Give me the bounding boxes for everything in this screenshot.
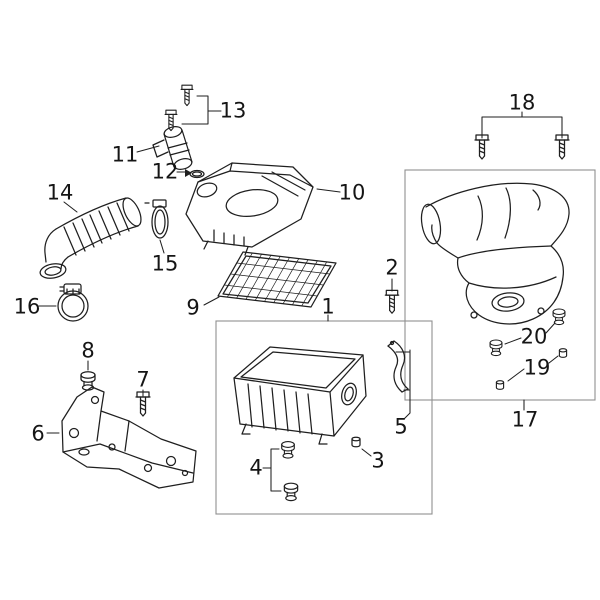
callout-14: 14	[46, 180, 74, 205]
callout-7: 7	[136, 367, 150, 392]
hose-clamp-small	[144, 199, 169, 239]
air-filter-element	[217, 251, 337, 308]
part-group-box-17	[404, 169, 596, 401]
callout-15: 15	[151, 251, 179, 276]
callout-6: 6	[31, 421, 45, 446]
callout-5: 5	[394, 414, 408, 439]
callout-8: 8	[81, 338, 95, 363]
callout-10: 10	[338, 180, 366, 205]
grommet-icon	[281, 441, 299, 502]
mounting-bracket	[61, 386, 197, 489]
callout-9: 9	[186, 295, 200, 320]
air-cleaner-cover	[185, 162, 314, 256]
callout-16: 16	[13, 294, 41, 319]
bolt-icon	[474, 134, 570, 160]
maf-sensor	[152, 126, 193, 170]
callout-17: 17	[511, 407, 539, 432]
callout-1: 1	[321, 294, 335, 319]
support-bracket	[387, 340, 409, 393]
callout-20: 20	[520, 324, 548, 349]
callout-19: 19	[523, 355, 551, 380]
callout-18: 18	[508, 90, 536, 115]
intake-duct	[420, 182, 570, 325]
callout-11: 11	[111, 142, 139, 167]
intake-hose	[39, 197, 142, 279]
callout-4: 4	[249, 455, 263, 480]
clip-icon	[351, 436, 361, 448]
callout-13: 13	[219, 98, 247, 123]
bolt-icon	[384, 289, 400, 314]
callout-3: 3	[371, 448, 385, 473]
hose-clamp-large	[57, 283, 89, 322]
part-group-box-1	[215, 320, 433, 515]
callout-2: 2	[385, 255, 399, 280]
o-ring-icon	[189, 169, 205, 179]
callout-lines	[38, 95, 563, 492]
air-cleaner-case	[233, 346, 367, 445]
callout-12: 12	[151, 159, 179, 184]
